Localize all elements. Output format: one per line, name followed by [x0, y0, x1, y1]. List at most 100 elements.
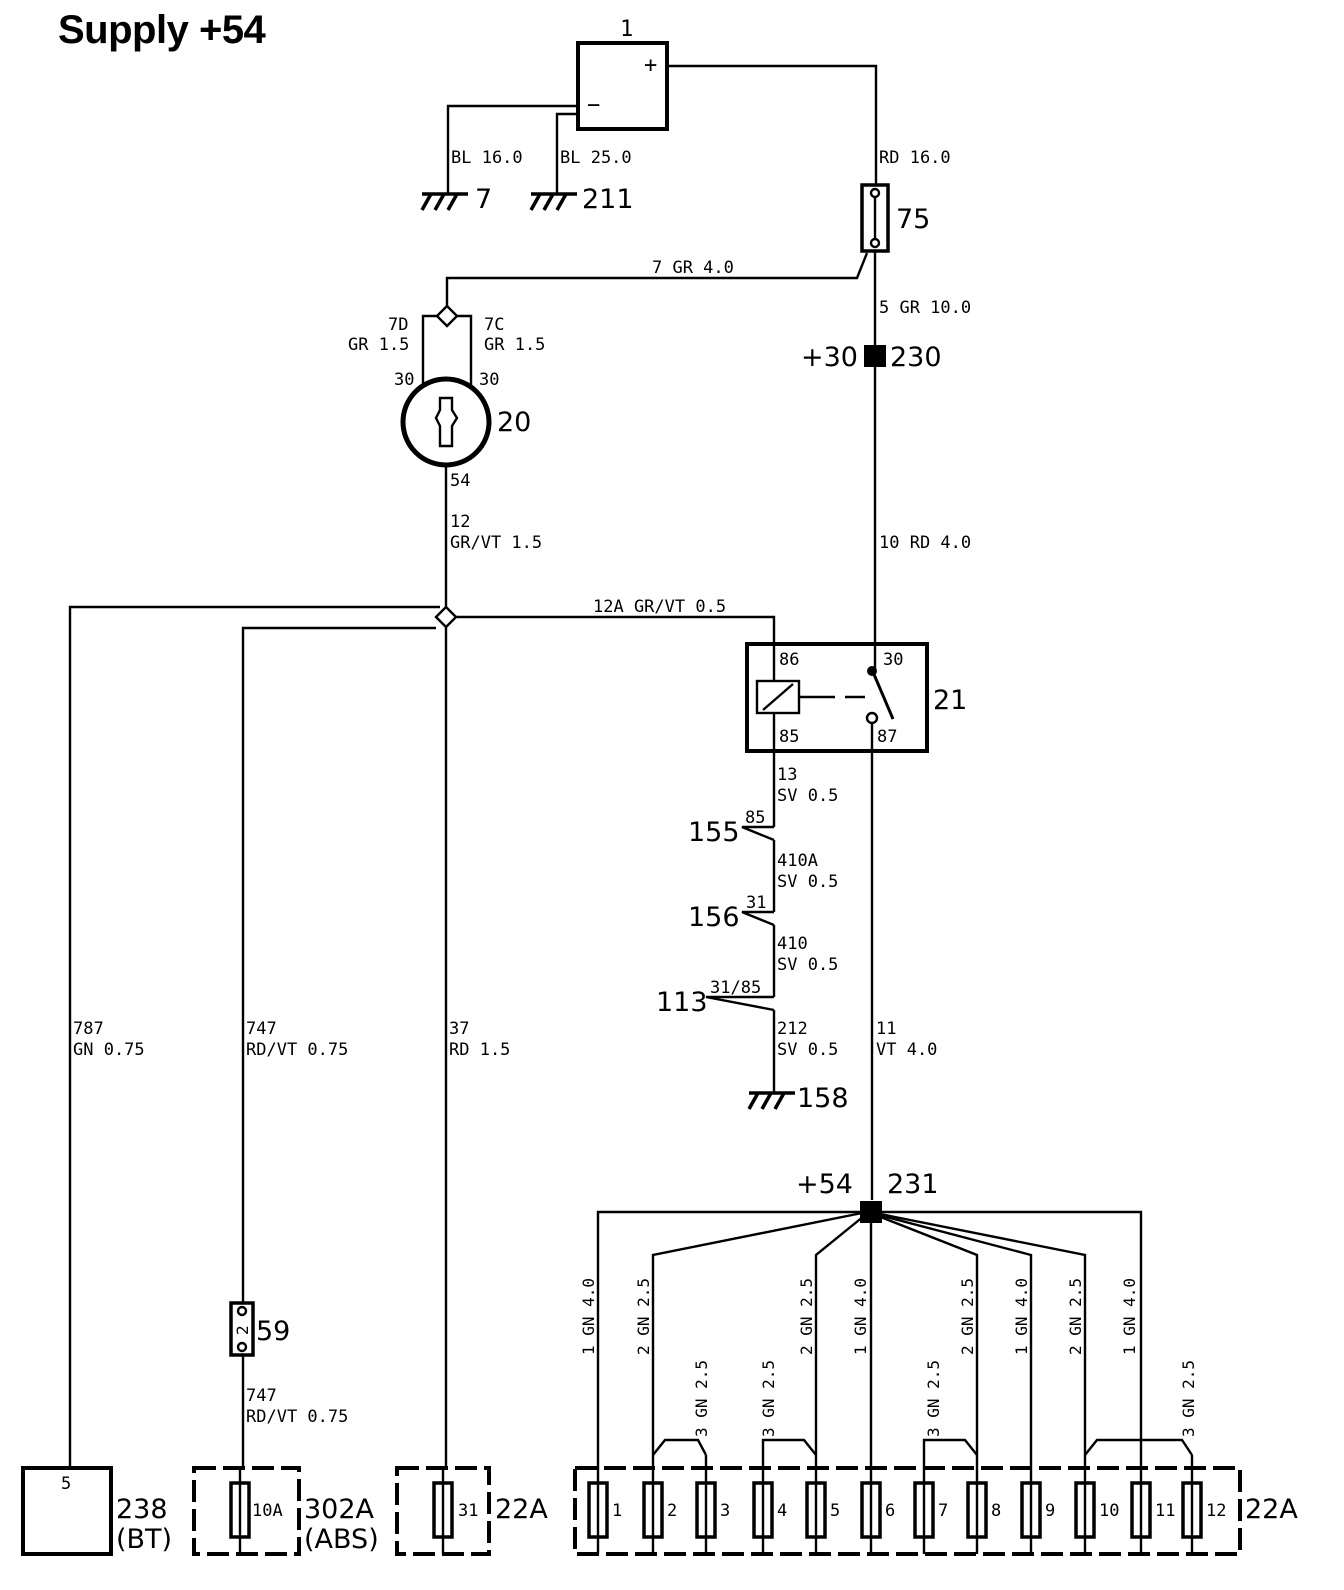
connector-59-pin: 2	[233, 1325, 252, 1335]
battery-body	[576, 41, 669, 131]
svg-text:2 GN 2.5: 2 GN 2.5	[958, 1278, 977, 1355]
ground-7-label: 7	[475, 184, 492, 215]
wire-7c-spec: GR 1.5	[484, 335, 545, 355]
branch-label-4: 3 GN 2.5	[759, 1360, 778, 1437]
connector-113-pin: 31/85	[710, 978, 761, 998]
fuse-label: 9	[1045, 1501, 1055, 1521]
wire-7-label: 7 GR 4.0	[652, 258, 734, 278]
module-238	[21, 1466, 113, 1556]
relay-pin-85: 85	[779, 727, 799, 747]
fuse-1: 1	[587, 1468, 622, 1554]
ground-158-label: 158	[797, 1083, 849, 1114]
wire-747-spec: RD/VT 0.75	[246, 1040, 348, 1060]
wire-bl16	[446, 104, 578, 193]
module-238-id: 238	[116, 1494, 168, 1525]
wire-212-num: 212	[777, 1019, 808, 1039]
branch-label-8: 2 GN 2.5	[958, 1278, 977, 1355]
wire-12-num: 12	[450, 512, 470, 532]
wire-12a-label: 12A GR/VT 0.5	[593, 597, 726, 617]
wire-410a-spec: SV 0.5	[777, 872, 838, 892]
fuse-label: 7	[938, 1501, 948, 1521]
wire-787-spec: GN 0.75	[73, 1040, 145, 1060]
connector-155-icon	[741, 825, 775, 842]
wire-7d	[421, 314, 437, 395]
svg-text:3 GN 2.5: 3 GN 2.5	[759, 1360, 778, 1437]
fuse-2: 2	[642, 1468, 677, 1554]
junction-231-fanout	[596, 1210, 1194, 1468]
connector-155-pin: 85	[745, 808, 765, 828]
svg-text:2 GN 2.5: 2 GN 2.5	[634, 1278, 653, 1355]
wire-410-num: 410	[777, 934, 808, 954]
wire-747	[241, 626, 436, 1303]
junction-230-terminal: +30	[801, 342, 858, 373]
svg-text:1 GN 4.0: 1 GN 4.0	[579, 1278, 598, 1355]
junction-230-id: 230	[890, 342, 942, 373]
battery-minus-label: −	[587, 93, 600, 118]
branch-label-3: 3 GN 2.5	[692, 1360, 711, 1437]
battery-plus-label: +	[644, 53, 657, 78]
ignition-switch-icon	[400, 376, 492, 468]
fuse-label: 4	[777, 1501, 787, 1521]
fusebox-22a-single-fuse: 31	[458, 1501, 478, 1521]
fuse-label: 12	[1206, 1501, 1226, 1521]
relay-pin-87: 87	[877, 727, 897, 747]
connector-156-icon	[741, 910, 775, 927]
fusebox-302a-id: 302A	[304, 1494, 375, 1525]
branch-label-5: 2 GN 2.5	[797, 1278, 816, 1355]
connector-113-id: 113	[656, 987, 708, 1018]
ground-211-icon	[529, 192, 577, 211]
svg-text:2: 2	[233, 1325, 252, 1335]
fuse-4: 4	[752, 1468, 787, 1554]
fusebox-22a-main	[573, 1466, 1242, 1556]
ground-158-icon	[747, 1091, 795, 1110]
ground-211-label: 211	[582, 184, 634, 215]
svg-text:1 GN 4.0: 1 GN 4.0	[1120, 1278, 1139, 1355]
fusebox-302a	[192, 1466, 301, 1556]
wire-212-spec: SV 0.5	[777, 1040, 838, 1060]
fuse-3: 3	[695, 1468, 730, 1554]
junction-230	[864, 345, 886, 367]
branch-label-2: 2 GN 2.5	[634, 1278, 653, 1355]
fuse-5: 5	[805, 1468, 840, 1554]
wire-747b-spec: RD/VT 0.75	[246, 1407, 348, 1427]
relay-pin-86: 86	[779, 650, 799, 670]
wire-bl25-label: BL 25.0	[560, 148, 632, 168]
wire-7d-spec: GR 1.5	[348, 335, 409, 355]
fuse-label: 8	[991, 1501, 1001, 1521]
wire-rd16	[667, 64, 878, 185]
module-238-sub: (BT)	[116, 1524, 172, 1555]
wire-7c-num: 7C	[484, 315, 504, 335]
branch-label-7: 3 GN 2.5	[924, 1360, 943, 1437]
ignition-pin-out: 54	[450, 471, 470, 491]
svg-text:3 GN 2.5: 3 GN 2.5	[1179, 1360, 1198, 1437]
wire-787	[68, 605, 440, 1468]
fusebox-22a-single-id: 22A	[495, 1494, 548, 1525]
wire-bl16-label: BL 16.0	[451, 148, 523, 168]
fusebox-22a-single	[395, 1466, 491, 1556]
battery-id: 1	[620, 17, 633, 42]
relay-pin-30: 30	[883, 650, 903, 670]
wire-747-num: 747	[246, 1019, 277, 1039]
fuse-9: 9	[1020, 1468, 1055, 1554]
wire-7c	[457, 314, 473, 395]
fuse-label: 5	[830, 1501, 840, 1521]
module-238-pin: 5	[61, 1474, 71, 1494]
branch-label-1: 1 GN 4.0	[579, 1278, 598, 1355]
wire-11-spec: VT 4.0	[876, 1040, 937, 1060]
fusebox-302a-fuse: 10A	[252, 1501, 283, 1521]
wire-12a	[456, 615, 776, 644]
fuse-75-label: 75	[896, 204, 930, 235]
splice-7	[435, 304, 459, 328]
ignition-pin-right: 30	[479, 370, 499, 390]
ground-7-icon	[420, 192, 468, 211]
relay-id: 21	[933, 685, 967, 716]
branch-label-9: 1 GN 4.0	[1012, 1278, 1031, 1355]
junction-231	[860, 1201, 882, 1223]
wire-10-label: 10 RD 4.0	[879, 533, 971, 553]
fuse-label: 11	[1155, 1501, 1175, 1521]
wire-410a-num: 410A	[777, 851, 818, 871]
wire-bl25	[555, 112, 578, 193]
fuse-10: 10	[1074, 1468, 1119, 1554]
branch-label-6: 1 GN 4.0	[851, 1278, 870, 1355]
